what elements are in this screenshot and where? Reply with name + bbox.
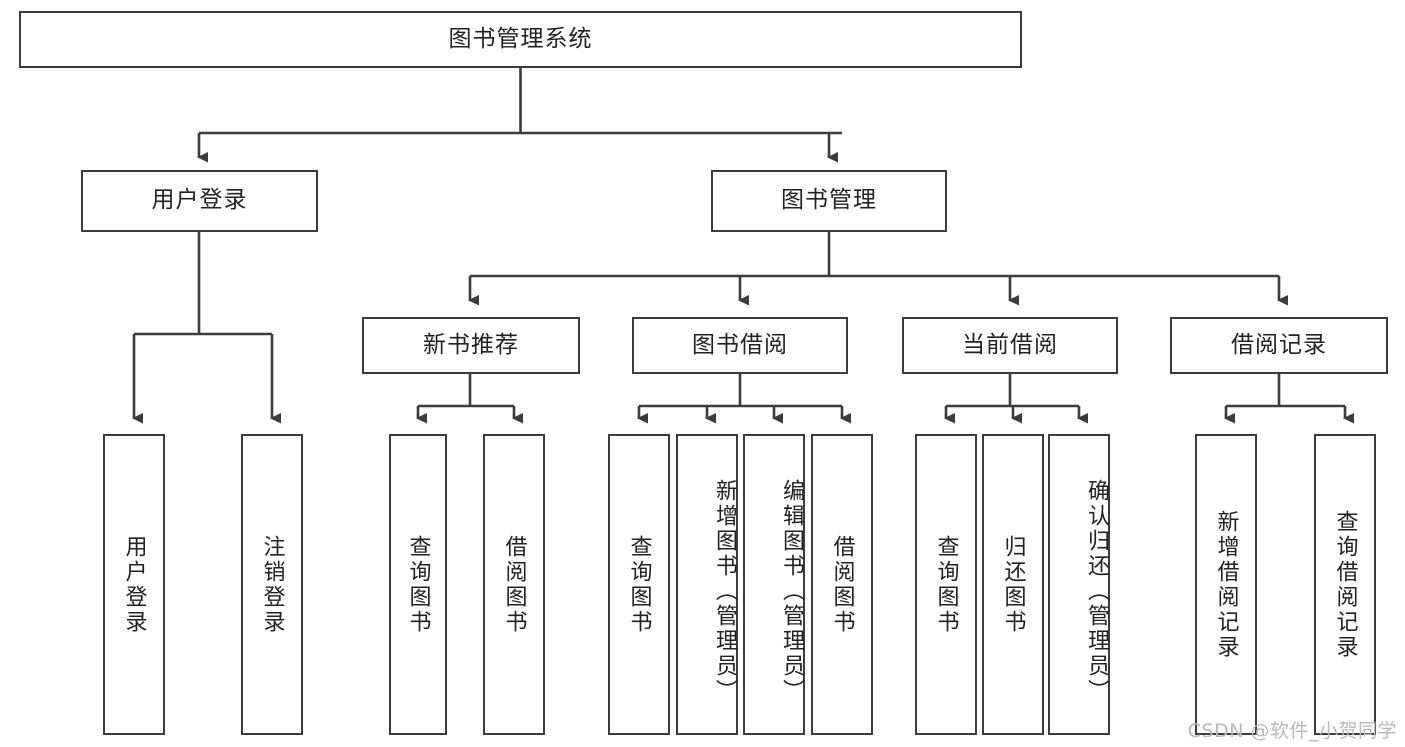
leaf-book-borrow-query[interactable]: 查询图书 xyxy=(608,434,670,735)
leaf-borrow-record-add[interactable]: 新增借阅记录 xyxy=(1195,434,1257,735)
node-label: 借阅图书 xyxy=(501,534,527,635)
node-user-login[interactable]: 用户登录 xyxy=(81,170,318,232)
leaf-current-borrow-query[interactable]: 查询图书 xyxy=(915,434,977,735)
node-label: 新增图书（管理员） xyxy=(712,479,737,704)
leaf-book-borrow-add[interactable]: 新增图书（管理员） xyxy=(676,434,738,735)
node-label: 借阅图书 xyxy=(829,534,855,635)
node-label: 新增借阅记录 xyxy=(1213,509,1239,660)
node-label: 归还图书 xyxy=(1000,534,1026,635)
leaf-book-borrow-edit[interactable]: 编辑图书（管理员） xyxy=(743,434,805,735)
node-label: 查询图书 xyxy=(626,534,652,635)
node-label: 确认归还（管理员） xyxy=(1084,479,1109,704)
leaf-user-login-logout[interactable]: 注销登录 xyxy=(241,434,303,735)
node-current-borrow[interactable]: 当前借阅 xyxy=(902,317,1118,374)
node-label: 用户登录 xyxy=(121,534,147,635)
node-label: 新书推荐 xyxy=(423,331,519,358)
node-label: 当前借阅 xyxy=(962,331,1058,358)
leaf-current-borrow-confirm-return[interactable]: 确认归还（管理员） xyxy=(1048,434,1110,735)
node-label: 用户登录 xyxy=(151,187,248,214)
node-label: 编辑图书（管理员） xyxy=(779,479,804,704)
node-label: 图书借阅 xyxy=(692,331,788,358)
node-label: 图书管理 xyxy=(781,187,877,214)
leaf-book-borrow-borrow[interactable]: 借阅图书 xyxy=(811,434,873,735)
node-label: 借阅记录 xyxy=(1231,331,1327,358)
node-book-borrow[interactable]: 图书借阅 xyxy=(632,317,848,374)
node-label: 查询图书 xyxy=(405,534,431,635)
leaf-new-book-query[interactable]: 查询图书 xyxy=(389,434,447,735)
node-root-system[interactable]: 图书管理系统 xyxy=(19,11,1022,68)
node-borrow-record[interactable]: 借阅记录 xyxy=(1170,317,1388,374)
leaf-borrow-record-query[interactable]: 查询借阅记录 xyxy=(1314,434,1376,735)
leaf-current-borrow-return[interactable]: 归还图书 xyxy=(982,434,1044,735)
node-label: 查询图书 xyxy=(933,534,959,635)
node-label: 查询借阅记录 xyxy=(1332,509,1358,660)
leaf-new-book-borrow[interactable]: 借阅图书 xyxy=(483,434,545,735)
leaf-user-login-login[interactable]: 用户登录 xyxy=(103,434,165,735)
node-book-management[interactable]: 图书管理 xyxy=(711,170,947,232)
node-new-book-recommend[interactable]: 新书推荐 xyxy=(362,317,580,374)
node-label: 图书管理系统 xyxy=(448,25,593,52)
node-label: 注销登录 xyxy=(259,534,285,635)
